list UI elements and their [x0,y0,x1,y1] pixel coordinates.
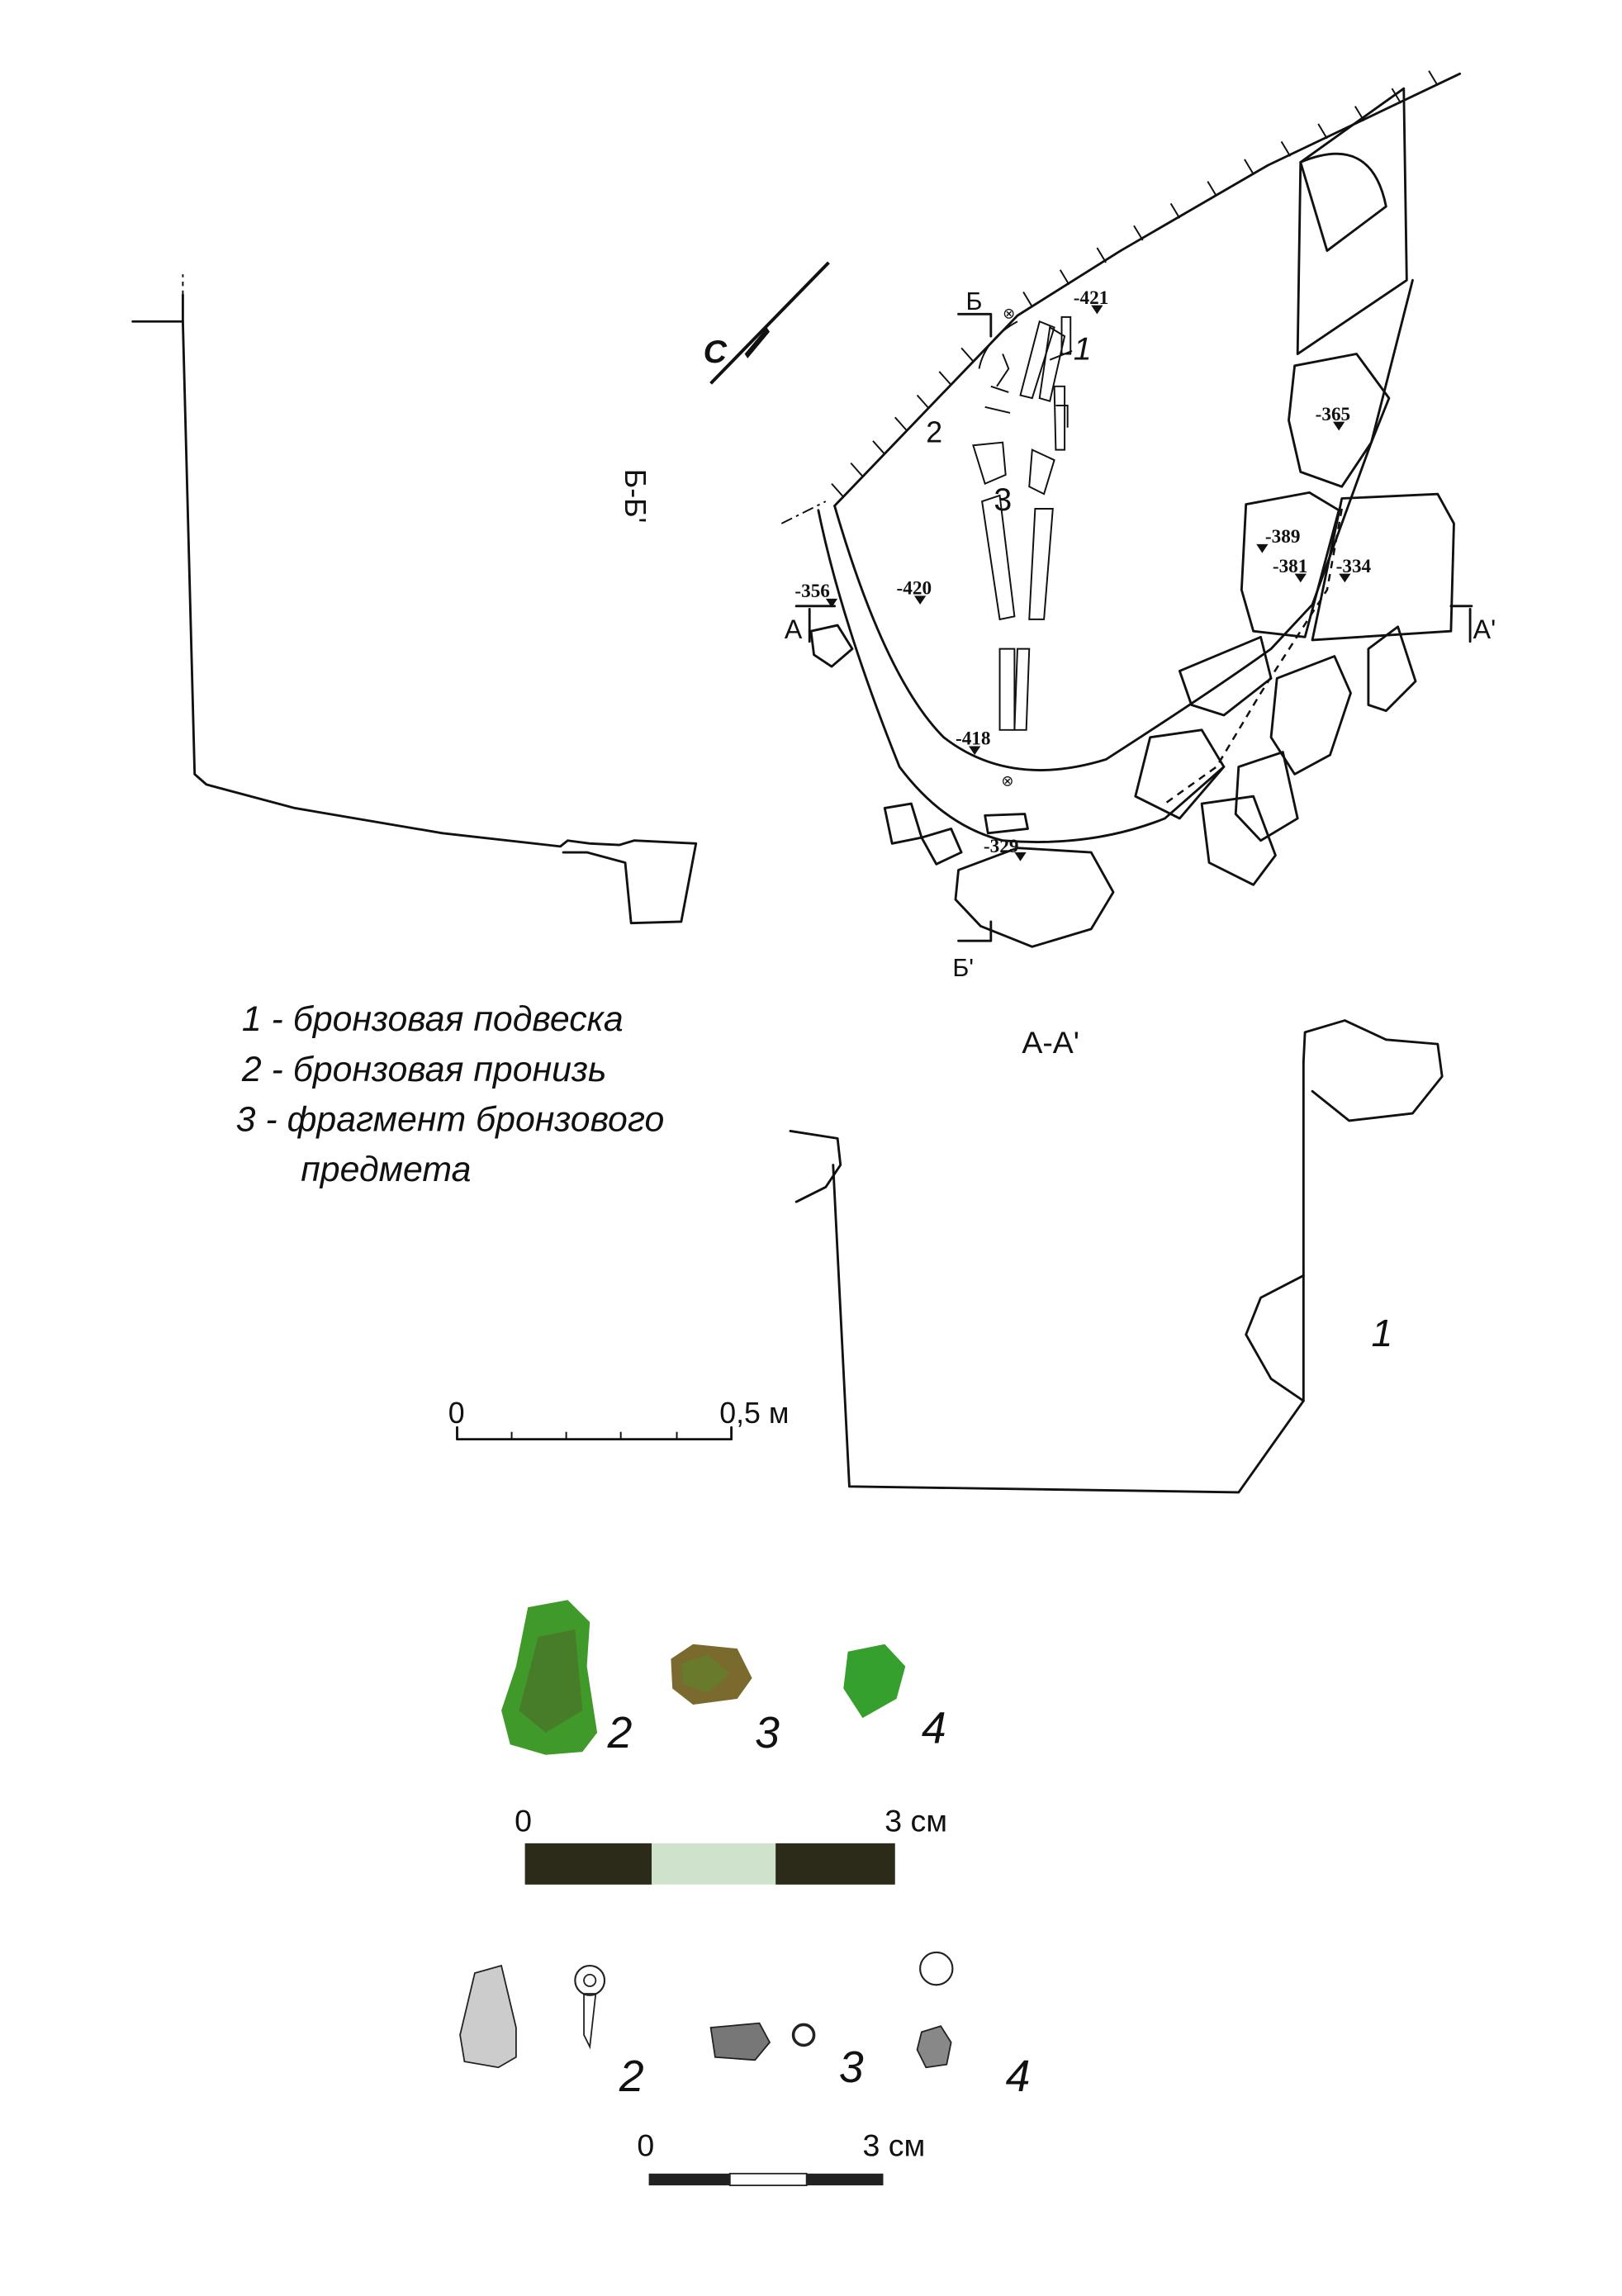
elevation-label: -421 [1074,287,1109,309]
photo-number-4: 4 [922,1704,946,1753]
elevation-label: -329 [984,836,1019,857]
legend-item-3: 3 - фрагмент бронзового [236,1099,665,1139]
grave-plan: ⊗ ⊗ Б Б' А А' 1 2 3 -421 -365 -389 -381 … [780,70,1496,982]
scale-drawing-start: 0 [637,2128,654,2162]
section-mark-a: А [785,614,803,644]
section-aa: А-А' 1 [789,1019,1444,1494]
elevation-label: -356 [794,581,830,602]
drawing-artifact-3-section [791,2023,816,2047]
drawing-artifact-4 [916,2025,952,2069]
artifact-photos: 2 3 4 [501,1600,946,1758]
scale-bar-photo: 0 3 см [515,1804,947,1885]
grave-marker-bottom: ⊗ [1001,773,1013,790]
section-bb: Б-Б' [131,274,698,925]
drawing-artifact-2-side [459,1964,517,2069]
scale-drawing-end: 3 см [862,2128,925,2162]
legend-item-2: 2 - бронзовая пронизь [241,1050,607,1089]
scale-bar-drawing: 0 3 см [637,2128,925,2186]
drawing-number-2: 2 [619,2052,644,2101]
grave-marker-top: ⊗ [1003,306,1015,322]
drawing-artifact-2-section [574,1964,606,2050]
scale-plan-start: 0 [448,1397,465,1430]
elevation-label: -389 [1265,526,1301,548]
section-bb-title: Б-Б' [619,469,652,524]
find-number-3: 3 [994,481,1012,518]
legend-item-3-continued: предмета [301,1150,471,1189]
elevation-label: -381 [1273,556,1308,577]
wall-hatch [831,70,1439,498]
north-label: С [704,334,728,370]
scale-photo-end: 3 см [885,1804,947,1838]
section-mark-b: Б [965,288,982,315]
elevation-label: -334 [1336,556,1372,577]
drawing-number-3: 3 [839,2043,864,2092]
elevation-label: -365 [1316,404,1351,425]
scale-bar-plan: 0 0,5 м [448,1397,789,1441]
find-number-2: 2 [926,416,942,449]
scale-photo-start: 0 [515,1804,532,1838]
north-arrow: С [704,261,830,385]
photo-artifact-4 [843,1644,906,1719]
skeleton [972,315,1072,731]
drawing-artifact-3 [709,2022,771,2061]
elevation-label: -418 [956,728,991,750]
section-mark-b-prime: Б' [952,955,974,982]
scale-plan-end: 0,5 м [719,1397,789,1430]
section-aa-title: А-А' [1022,1025,1079,1060]
photo-number-2: 2 [607,1709,633,1758]
photo-number-3: 3 [755,1709,780,1758]
drawing-artifact-4-section [919,1951,954,1986]
find-number-1: 1 [1074,331,1092,368]
section-mark-a-prime: А' [1473,614,1496,644]
legend-item-1: 1 - бронзовая подвеска [242,999,624,1039]
artifact-drawings: 2 3 4 [459,1951,1031,2101]
legend: 1 - бронзовая подвеска 2 - бронзовая про… [236,999,665,1189]
drawing-number-4: 4 [1006,2052,1031,2101]
elevation-marks: -421 -365 -389 -381 -334 -356 -420 -418 … [794,287,1372,861]
elevation-label: -420 [897,578,932,600]
section-stone-number: 1 [1371,1312,1392,1354]
